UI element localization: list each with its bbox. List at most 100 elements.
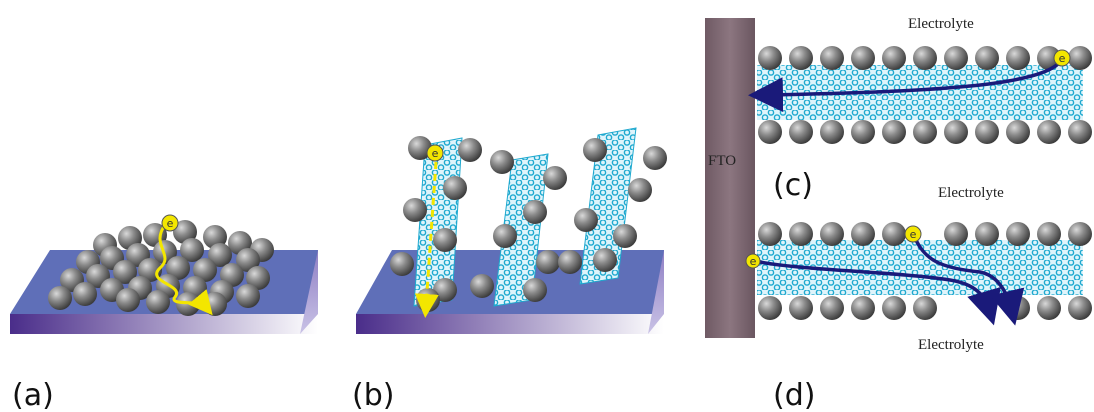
nanoparticle [882,222,906,246]
electron-icon: e [904,225,922,243]
nanoparticle [758,296,782,320]
nanoparticle [851,296,875,320]
nanoparticle [1037,46,1061,70]
nanoparticle [851,46,875,70]
electron-symbol: e [750,255,757,268]
nanoparticle [1068,296,1092,320]
nanoparticle [643,146,667,170]
nanoparticle [913,296,937,320]
nanoparticle [975,120,999,144]
nanoparticle [113,260,137,284]
nanoparticle [193,258,217,282]
nanoparticle [1006,46,1030,70]
nanoparticle [180,238,204,262]
nanoparticle [1037,222,1061,246]
nanoparticle [1068,120,1092,144]
nanoparticle [236,248,260,272]
nanoparticle [523,278,547,302]
nanoparticle [944,120,968,144]
nanoparticle [574,208,598,232]
nanoparticle [593,248,617,272]
nanoparticle [758,46,782,70]
electron-transport-arrow-c [748,60,1062,113]
nanotube-b3 [579,127,637,285]
panel-label-a: (a) [12,378,54,412]
nanoparticle [820,120,844,144]
nanoparticle-rows-c [758,46,1092,144]
nanoparticle [236,284,260,308]
nanoparticle-rows-d [758,222,1092,320]
nanoparticle [1037,296,1061,320]
nanoparticle [882,46,906,70]
nanoparticle [820,222,844,246]
panel-label-c: (c) [773,168,813,203]
recombination-arrow-d2 [913,237,1025,326]
panel-cd: FTO Electrolyte e (c) Electrolyte e [705,16,1092,412]
fto-label: FTO [708,153,736,169]
nanoparticle [146,290,170,314]
panel-d: Electrolyte e e Electrolyte (d) [745,185,1092,412]
nanoparticle [48,286,72,310]
nanoparticle [944,46,968,70]
nanoparticle [203,292,227,316]
nanoparticle [166,256,190,280]
electrolyte-label-d-top: Electrolyte [938,185,1004,201]
nanoparticle [789,296,813,320]
nanoparticle [523,200,547,224]
electron-symbol: e [910,228,917,241]
nanoparticle [1037,120,1061,144]
nanoparticle [758,222,782,246]
nanoparticle [390,252,414,276]
nanoparticle [975,46,999,70]
nanoparticle [628,178,652,202]
panel-label-b: (b) [352,378,394,412]
electrolyte-label-d-bottom: Electrolyte [918,337,984,353]
nanoparticle [1006,120,1030,144]
nanoparticle [490,150,514,174]
electron-icon: e [1053,49,1071,67]
nanoparticle [1068,222,1092,246]
nanoparticle [882,296,906,320]
nanoparticle [536,250,560,274]
nanoparticle [543,166,567,190]
panel-label-d: (d) [773,378,815,412]
nanoparticle [944,222,968,246]
nanoparticle [208,243,232,267]
electron-icon: e [745,253,761,269]
electrolyte-label-c: Electrolyte [908,16,974,32]
nanoparticle [246,266,270,290]
nanoparticle [1006,222,1030,246]
nanoparticle [789,222,813,246]
fto-electrode: FTO [705,18,755,338]
panel-a: e (a) [10,214,318,412]
nanoparticle [433,228,457,252]
nanoparticle [820,46,844,70]
electron-icon: e [161,214,179,232]
nanoparticle [416,288,440,312]
nanoparticle [116,288,140,312]
nanoparticle [975,222,999,246]
nanoparticle [913,46,937,70]
nanoparticle [820,296,844,320]
electron-path-a: e [155,214,213,316]
nanoparticle [203,225,227,249]
nanoparticle [470,274,494,298]
electron-symbol: e [1059,52,1066,65]
nanoparticle [408,136,432,160]
nanoparticle [789,46,813,70]
nanoparticle [913,120,937,144]
electron-path-b: e [414,144,444,318]
nanoparticle-decoration-b [390,136,667,312]
nanoparticle [493,224,517,248]
nanoparticle [758,120,782,144]
nanoparticle [583,138,607,162]
electron-symbol: e [432,147,439,160]
nanoparticle [73,282,97,306]
nanoparticle [558,250,582,274]
electron-symbol: e [167,217,174,230]
nanoparticle [789,120,813,144]
nanoparticle [403,198,427,222]
nanoparticle [882,120,906,144]
nanoparticle [458,138,482,162]
